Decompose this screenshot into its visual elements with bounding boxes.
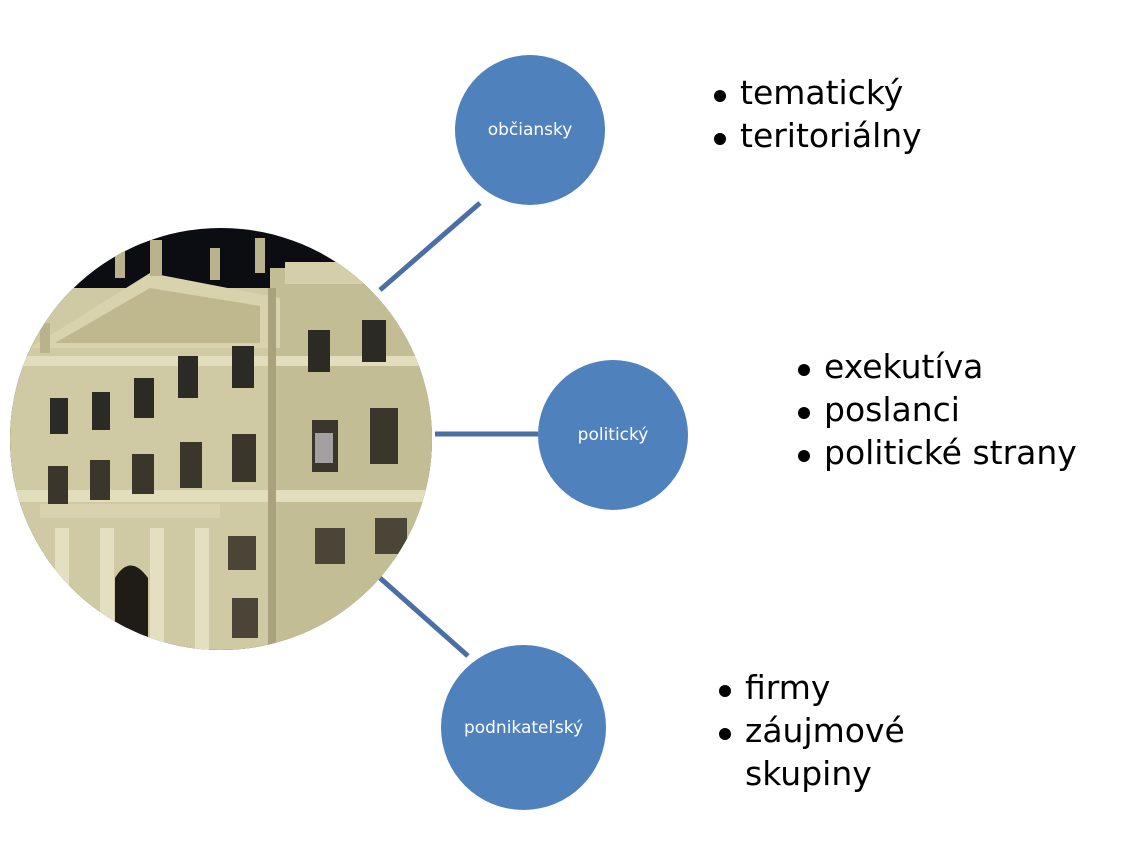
list-item: poslanci [796, 389, 1077, 432]
palace-photo [10, 228, 432, 650]
node-obciansky-label: občiansky [487, 120, 573, 140]
node-politicky: politický [538, 360, 688, 510]
list-item: exekutíva [796, 346, 1077, 389]
palace-image [10, 228, 432, 650]
node-obciansky: občiansky [455, 55, 605, 205]
node-podnikatelsky: podnikateľský [441, 645, 606, 810]
node-podnikatelsky-label: podnikateľský [463, 717, 584, 738]
node-politicky-label: politický [577, 425, 649, 445]
list-item: tematický [712, 72, 922, 115]
list-obciansky: tematický teritoriálny [712, 72, 922, 158]
connector-podnikatelsky [378, 576, 470, 658]
list-item: politické strany [796, 432, 1077, 475]
list-politicky: exekutíva poslanci politické strany [796, 346, 1077, 475]
list-item: teritoriálny [712, 115, 922, 158]
list-podnikatelsky: firmy záujmové skupiny [717, 667, 967, 796]
list-item: záujmové skupiny [717, 710, 945, 796]
connector-obciansky [378, 201, 482, 292]
list-item: firmy [717, 667, 967, 710]
